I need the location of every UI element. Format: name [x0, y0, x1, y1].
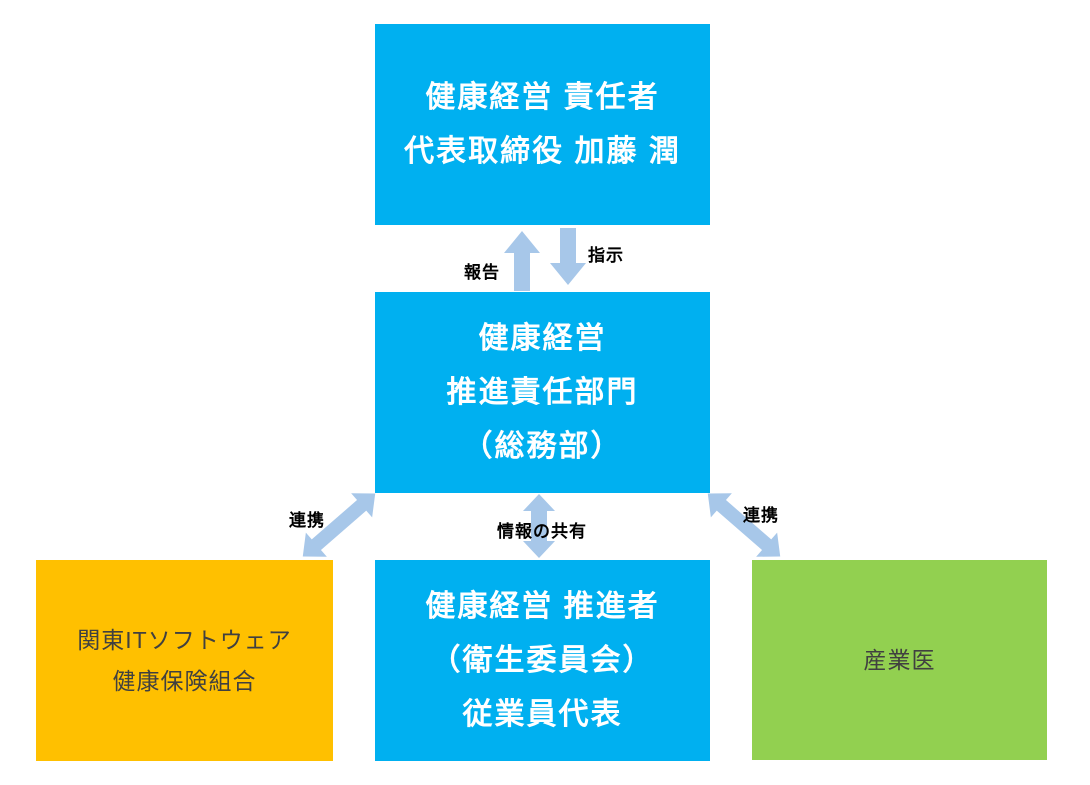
box-middle-line-1: 健康経営	[478, 321, 607, 355]
box-bottom-line-2: （衛生委員会）	[430, 643, 655, 677]
double-arrow-diagonal-right-icon	[707, 493, 781, 557]
box-bottom-promoter: 健康経営 推進者 （衛生委員会） 従業員代表	[375, 560, 710, 761]
report-label: 報告	[464, 263, 500, 282]
box-top-line-1: 健康経営 責任者	[425, 80, 660, 114]
box-right-line-1: 産業医	[863, 646, 936, 673]
box-middle-line-2: 推進責任部門	[446, 375, 639, 409]
box-top-line-2: 代表取締役 加藤 潤	[404, 134, 681, 168]
double-arrow-diagonal-left-icon	[302, 493, 376, 557]
box-right-physician: 産業医	[752, 560, 1047, 760]
box-middle-line-3: （総務部）	[462, 429, 623, 463]
double-arrow-vertical-icon	[523, 494, 555, 558]
box-left-insurance-union: 関東ITソフトウェア 健康保険組合	[36, 560, 333, 761]
arrow-down-icon	[550, 228, 586, 285]
link-left-label: 連携	[289, 511, 325, 530]
box-middle-department: 健康経営 推進責任部門 （総務部）	[375, 292, 710, 493]
box-top-officer: 健康経営 責任者 代表取締役 加藤 潤	[375, 24, 710, 225]
arrow-up-icon	[504, 231, 540, 291]
link-right-label: 連携	[743, 506, 779, 525]
share-label: 情報の共有	[497, 522, 587, 541]
box-bottom-line-3: 従業員代表	[462, 697, 623, 731]
box-bottom-line-1: 健康経営 推進者	[425, 589, 660, 623]
box-left-line-2: 健康保険組合	[112, 667, 257, 694]
box-left-line-1: 関東ITソフトウェア	[77, 627, 292, 654]
instruct-label: 指示	[588, 246, 624, 265]
